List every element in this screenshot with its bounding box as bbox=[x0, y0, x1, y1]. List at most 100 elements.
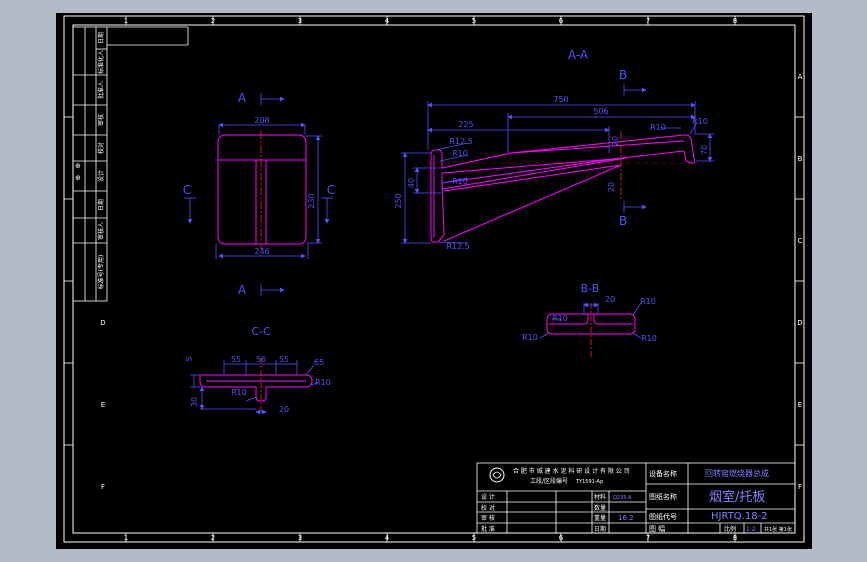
zone-letter: F bbox=[101, 483, 105, 491]
dim-near: 225 bbox=[458, 120, 473, 129]
cc-dim-r1: R10 bbox=[315, 378, 331, 387]
side-label: 审核 bbox=[97, 114, 105, 126]
bb-dim-r4: R10 bbox=[552, 314, 568, 323]
side-label: 标准化人 bbox=[97, 50, 105, 74]
zone-letter: E bbox=[101, 401, 105, 409]
row-label-approve: 批 准 bbox=[481, 525, 495, 533]
dim-mid: 506 bbox=[593, 107, 608, 116]
dim-angle-b: 20 bbox=[607, 182, 616, 192]
dim-r-tip-b: R10 bbox=[692, 117, 708, 126]
equipment-label: 设备名称 bbox=[649, 469, 677, 478]
section-label-a: A bbox=[238, 91, 247, 105]
front-plate-outline bbox=[217, 134, 307, 245]
side-table bbox=[72, 26, 189, 302]
cc-dim-stem: 20 bbox=[279, 405, 289, 414]
side-logo-icon: ⊕ bbox=[75, 174, 81, 182]
front-dim-height: 230 bbox=[307, 193, 316, 208]
company-name: 合 肥 市 城 建 水 泥 科 研 设 计 有 限 公 司 bbox=[513, 467, 630, 475]
dim-r-top-left: R12.5 bbox=[449, 137, 472, 146]
zone-letter: A bbox=[798, 73, 803, 81]
zone-num: 2 bbox=[211, 534, 215, 542]
row-label-review: 审 核 bbox=[481, 514, 495, 522]
zone-num: 7 bbox=[646, 534, 650, 542]
zone-num: 1 bbox=[124, 534, 128, 542]
bb-dim-r3: R10 bbox=[522, 333, 538, 342]
material-label: 材料 bbox=[594, 493, 606, 501]
equipment-value: 回转窑燃烧器总成 bbox=[705, 468, 769, 478]
zone-num: 6 bbox=[559, 534, 564, 542]
drawing-canvas: 1 2 3 4 5 6 7 8 1 2 3 4 5 6 7 8 A B bbox=[63, 15, 805, 543]
weight-value: 16.2 bbox=[618, 514, 634, 522]
zone-num: 4 bbox=[385, 534, 390, 542]
zone-letters-left: D E F bbox=[100, 319, 105, 491]
zone-num: 7 bbox=[646, 17, 650, 25]
section-aa-title: A-A bbox=[568, 48, 589, 62]
drawing-code-value: HJRTQ.18-2 bbox=[711, 511, 768, 522]
side-table-labels: 日期 标准化人 批准人 审核 校对 设计 日期 审核人 标准号(专用) ⊕ ⊕ bbox=[75, 32, 105, 289]
side-label: 标准号(专用) bbox=[97, 255, 105, 290]
row-label-design: 设 计 bbox=[481, 493, 495, 501]
dim-height-left: 250 bbox=[394, 193, 403, 208]
zone-num: 8 bbox=[733, 17, 737, 25]
job-label: 工段/区段编号 bbox=[530, 477, 568, 485]
title-block: 合 肥 市 城 建 水 泥 科 研 设 计 有 限 公 司 工段/区段编号 TY… bbox=[476, 462, 796, 534]
company-logo-icon bbox=[489, 467, 505, 483]
cc-dim-r2: R10 bbox=[231, 388, 247, 397]
cc-dim-b: 56 bbox=[256, 355, 266, 364]
page-value: 共1张 第1张 bbox=[764, 526, 792, 533]
dim-r-bottom: R12.5 bbox=[446, 242, 469, 251]
dim-r-tip-a: R10 bbox=[650, 123, 666, 132]
section-label-b: B bbox=[619, 68, 627, 82]
section-cc-title: C-C bbox=[251, 325, 271, 338]
front-dim-top: 208 bbox=[254, 116, 269, 125]
bb-profile bbox=[546, 313, 636, 335]
cc-dim-thickness: 5 bbox=[185, 356, 194, 361]
zone-num: 5 bbox=[472, 534, 476, 542]
zone-num: 8 bbox=[733, 534, 737, 542]
side-label: 日期 bbox=[97, 32, 105, 44]
side-label: 审核人 bbox=[97, 222, 105, 240]
side-label: 校对 bbox=[97, 142, 105, 154]
drawing-code-label: 图纸代号 bbox=[649, 512, 677, 521]
zone-letter: C bbox=[798, 237, 803, 245]
zone-numbers-bottom: 1 2 3 4 5 6 7 8 bbox=[124, 534, 737, 542]
bracket-outline bbox=[430, 134, 696, 243]
drawing-name-value: 烟室/托板 bbox=[709, 489, 765, 505]
drawing-sheet: 1 2 3 4 5 6 7 8 1 2 3 4 5 6 7 8 A B bbox=[56, 13, 812, 549]
zone-numbers-top: 1 2 3 4 5 6 7 8 bbox=[124, 17, 737, 25]
dim-height-tip: 70 bbox=[700, 145, 709, 155]
front-dim-bottom: 246 bbox=[254, 247, 269, 256]
zone-num: 3 bbox=[298, 534, 302, 542]
zone-letter: D bbox=[100, 319, 105, 327]
weight-label: 重量 bbox=[594, 514, 606, 522]
zone-ticks bbox=[64, 16, 804, 542]
qty-label: 数量 bbox=[594, 504, 606, 512]
front-view: 208 246 230 A A C C bbox=[183, 91, 335, 297]
section-bb-view: B-B 20 R10 R10 R10 bbox=[522, 282, 657, 358]
zone-letter: D bbox=[797, 319, 802, 327]
section-aa-view: A-A bbox=[394, 48, 714, 251]
section-bb-title: B-B bbox=[581, 282, 600, 295]
zone-num: 5 bbox=[472, 17, 476, 25]
zone-letter: B bbox=[798, 155, 803, 163]
side-label: 日期 bbox=[97, 199, 105, 211]
cc-dim-height: 30 bbox=[190, 397, 199, 407]
side-label: 批准人 bbox=[97, 81, 105, 99]
bb-dim-r2: R10 bbox=[641, 334, 657, 343]
row-label-check: 校 对 bbox=[481, 504, 495, 512]
section-label-c: C bbox=[183, 183, 191, 197]
zone-num: 6 bbox=[559, 17, 564, 25]
zone-num: 2 bbox=[211, 17, 215, 25]
date-label: 日期 bbox=[594, 525, 606, 533]
dim-height-inner: 40 bbox=[407, 178, 416, 188]
section-label-a: A bbox=[238, 283, 247, 297]
job-value: TY1591-Ap bbox=[575, 479, 603, 485]
dim-angle-a: 20 bbox=[611, 136, 620, 146]
cc-dim-c: 55 bbox=[279, 355, 289, 364]
material-value: Q235-A bbox=[613, 495, 632, 501]
scale-value: 1:2 bbox=[746, 526, 756, 533]
side-label: 设计 bbox=[97, 170, 105, 182]
zone-letter: F bbox=[798, 483, 802, 491]
bb-dim-r1: R10 bbox=[640, 297, 656, 306]
